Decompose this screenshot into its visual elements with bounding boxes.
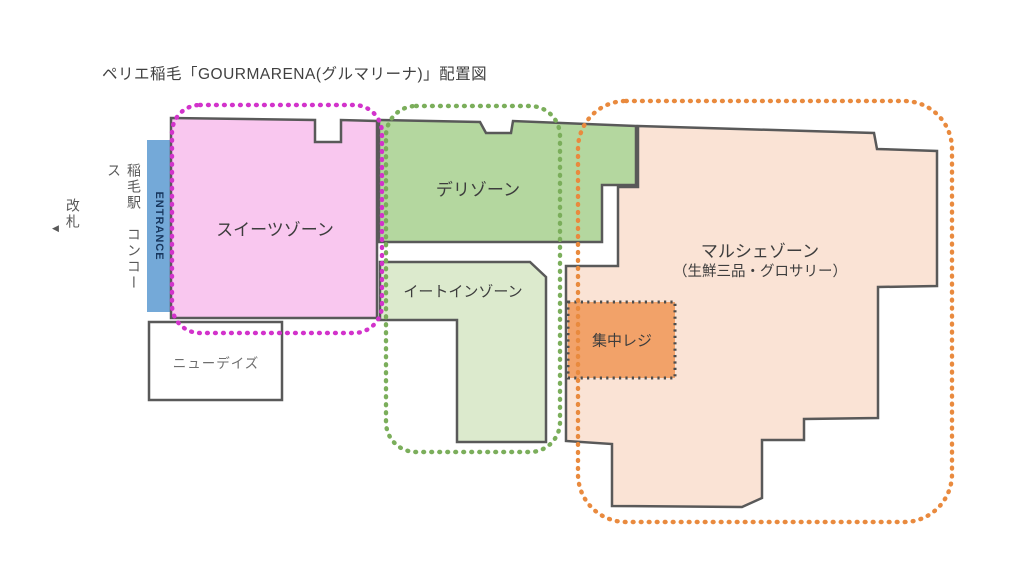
ticket-gate-arrow-icon: ◀ — [52, 222, 59, 233]
ticket-gate: ◀ 改札 — [52, 198, 83, 233]
entrance-bar — [147, 140, 170, 312]
deli-zone-shape — [377, 118, 638, 244]
marche-zone-label-group: マルシェゾーン （生鮮三品・グロサリー） — [673, 241, 847, 283]
eatin-zone-label: イートインゾーン — [403, 283, 523, 301]
sweets-zone-label: スイーツゾーン — [216, 220, 334, 240]
marche-zone-outline — [575, 98, 955, 525]
entrance-label: ENTRANCE — [153, 191, 165, 261]
marche-zone-sublabel: （生鮮三品・グロサリー） — [673, 264, 847, 280]
sweets-zone-shape — [169, 116, 379, 320]
sweets-zone-outline — [169, 102, 385, 336]
station-concourse-label: 稲毛駅 コンコース — [106, 163, 142, 291]
diagram-title: ペリエ稲毛「GOURMARENA(グルマリーナ)」配置図 — [102, 66, 488, 83]
deli-zone-label: デリゾーン — [435, 180, 521, 200]
newdays-label: ニューデイズ — [172, 356, 260, 371]
eatin-zone-shape — [378, 260, 548, 444]
marche-zone-shape — [564, 124, 939, 509]
central-register-label: 集中レジ — [591, 332, 653, 350]
ticket-gate-label: 改札 — [64, 198, 81, 230]
central-register-shape — [566, 300, 677, 380]
marche-zone-label: マルシェゾーン — [700, 242, 820, 261]
deli-eatin-group-outline — [383, 103, 563, 455]
